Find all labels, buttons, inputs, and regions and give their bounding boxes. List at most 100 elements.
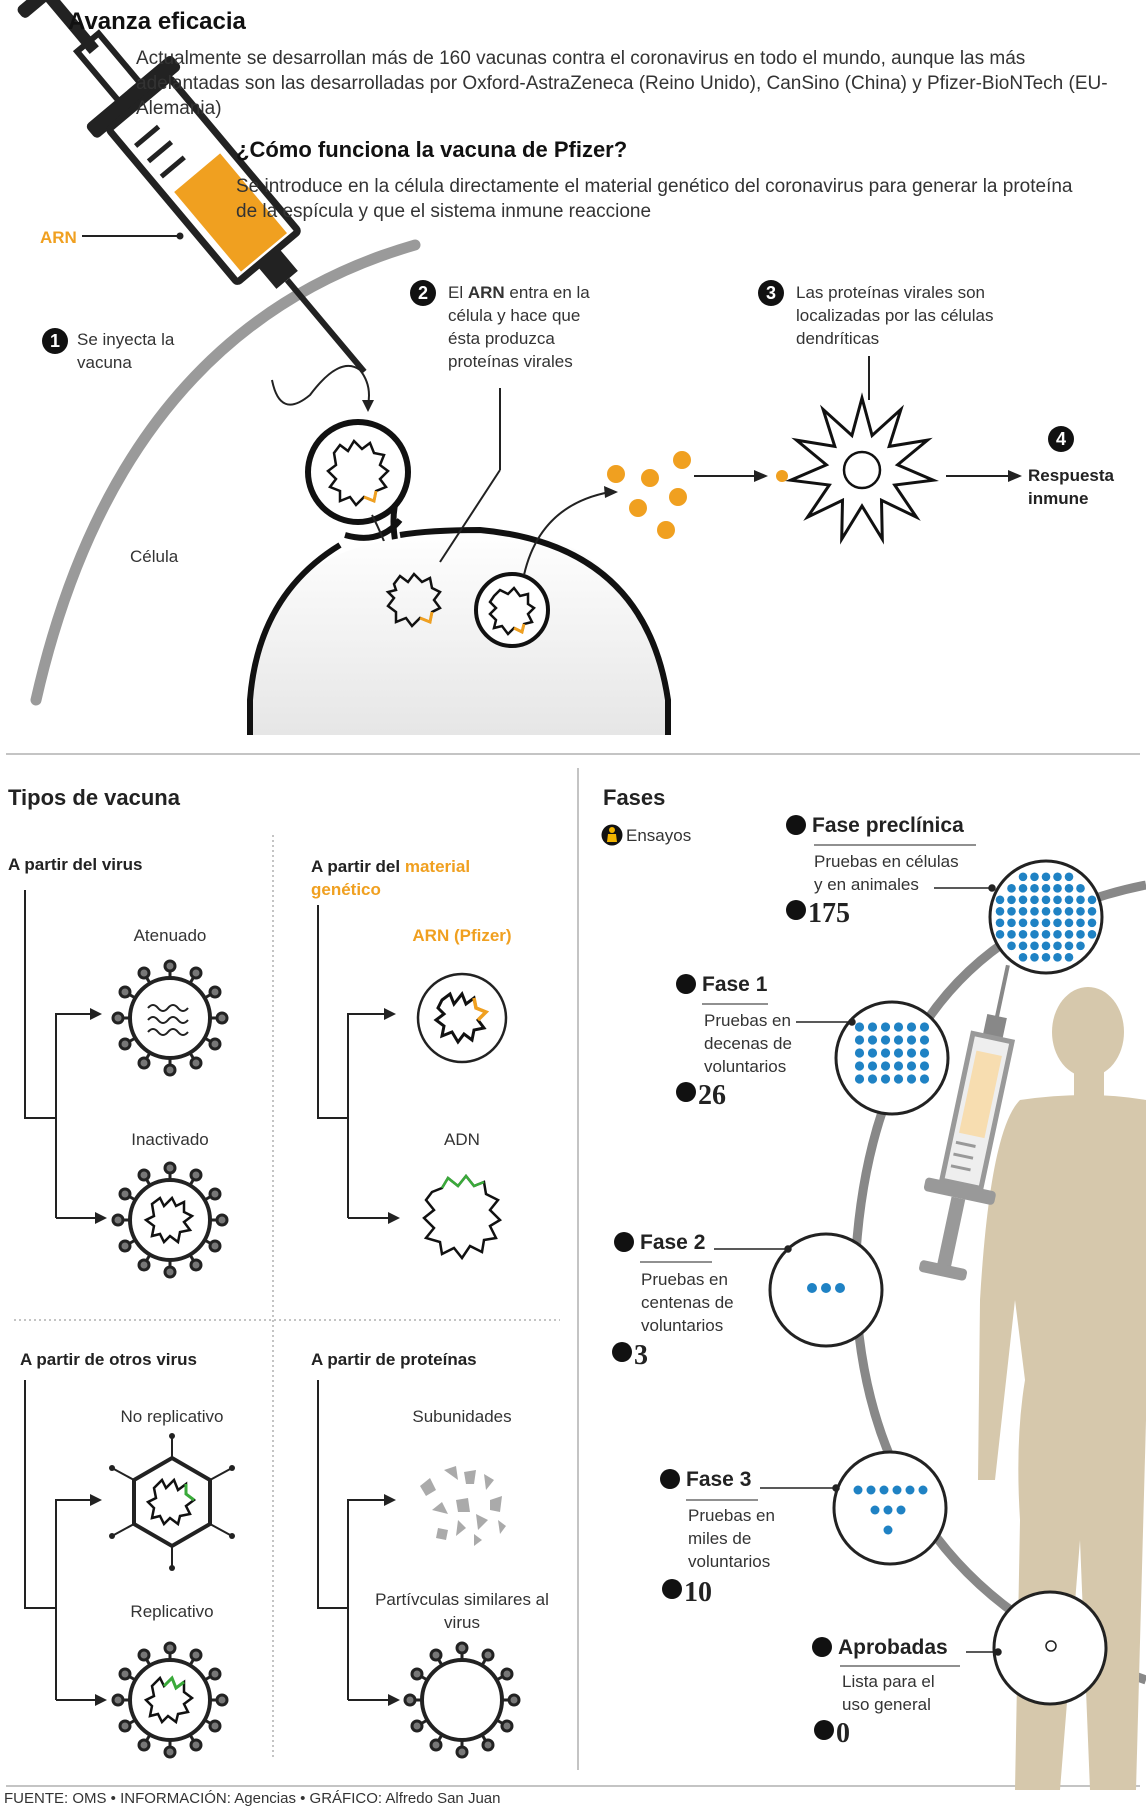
trial-dot (919, 1022, 930, 1032)
virus-spike (118, 1187, 132, 1201)
trial-dot (1076, 918, 1085, 928)
virus-spike (163, 959, 177, 973)
trial-dot (1041, 930, 1051, 939)
phase-3-desc: Pruebas en miles de voluntarios (688, 1506, 775, 1571)
trial-dot (880, 1061, 891, 1071)
trial-dot (1018, 907, 1028, 916)
syringe-grey-icon (919, 964, 1016, 1281)
step-3-text: Las proteínas virales son localizadas po… (796, 283, 994, 348)
trial-dot (854, 1074, 865, 1084)
phase-circle-1 (834, 1000, 950, 1116)
virus-spike (189, 966, 203, 980)
virus-spike (137, 1168, 151, 1182)
protein-subunits-icon (420, 1466, 506, 1546)
trial-dot (880, 1022, 891, 1032)
footer-credits: FUENTE: OMS • INFORMACIÓN: Agencias • GR… (4, 1790, 501, 1807)
trial-dot (1076, 895, 1085, 905)
trial-dot (995, 895, 1005, 905)
step-3: 3 (758, 280, 784, 306)
trial-dot (906, 1035, 917, 1045)
phase-2-title: Fase 2 (614, 1231, 705, 1255)
trial-dot (1053, 953, 1062, 962)
trial-dot (893, 1048, 904, 1058)
virus-spike (189, 1258, 203, 1272)
phase-0-title: Fase preclínica (786, 814, 964, 838)
inactivated-label: Inactivado (131, 1130, 209, 1149)
trial-dot (854, 1061, 865, 1071)
step-1-text: Se inyecta la vacuna (77, 330, 175, 372)
trial-dot (1053, 895, 1062, 905)
genetic-heading: A partir del material genético (311, 857, 471, 899)
virus-spike (455, 1641, 469, 1655)
virus-spike (111, 1011, 125, 1025)
trial-dot (1030, 884, 1039, 893)
trial-dot (1018, 872, 1028, 882)
trial-dot (1041, 941, 1051, 951)
virus-spike (500, 1667, 514, 1681)
virus-spike (137, 1056, 151, 1070)
virus-spike (410, 1667, 424, 1681)
virus-spike (118, 1037, 132, 1051)
trial-dot (1007, 941, 1016, 951)
trial-dot (1076, 941, 1085, 951)
trial-dot (1053, 930, 1062, 939)
phase-0-count: 175 (786, 898, 850, 930)
virus-spike (189, 1648, 203, 1662)
virus-spike (118, 985, 132, 999)
trial-dot (893, 1074, 904, 1084)
trial-dot (1030, 941, 1039, 951)
virus-spike (215, 1213, 229, 1227)
non-replicating-label: No replicativo (120, 1407, 224, 1426)
main-title: Avanza eficacia (68, 8, 246, 35)
rna-icon (385, 572, 442, 628)
trial-dot (1041, 895, 1051, 905)
trial-dot (1041, 918, 1051, 928)
trial-dot (867, 1048, 878, 1058)
phase-circle-approved (992, 1590, 1108, 1706)
virus-spike (403, 1693, 417, 1707)
trial-dot (1053, 907, 1062, 916)
virus-spike (410, 1719, 424, 1733)
replicating-virus-icon (111, 1641, 229, 1759)
trial-person-icon (601, 824, 623, 851)
virus-spike (455, 1745, 469, 1759)
trial-dot (1064, 872, 1074, 882)
trial-dot (1007, 895, 1016, 905)
trial-dot (854, 1022, 865, 1032)
replicating-label: Replicativo (130, 1602, 214, 1621)
trial-dot (867, 1022, 878, 1032)
trial-dot (1053, 884, 1062, 893)
virus-spike (163, 1745, 177, 1759)
trial-dot (1018, 895, 1028, 905)
virus-spike (163, 1161, 177, 1175)
step-1-badge: 1 (42, 328, 68, 354)
virus-spike (137, 1258, 151, 1272)
virus-spike (189, 1056, 203, 1070)
trial-dot (893, 1061, 904, 1071)
virus-spike (137, 966, 151, 980)
virus-spike (118, 1239, 132, 1253)
trial-dot (1030, 930, 1039, 939)
virus-spike (507, 1693, 521, 1707)
virus-spike (111, 1693, 125, 1707)
phase-0-desc: Pruebas en células y en animales (814, 852, 959, 894)
step-4: 4 (1048, 426, 1074, 452)
rna-circle-icon (488, 586, 536, 636)
non-replicating-virus-icon (109, 1433, 235, 1571)
step-2: 2 (410, 280, 436, 306)
trial-dot (1053, 941, 1062, 951)
virus-spike (500, 1719, 514, 1733)
phase-4-title: Aprobadas (812, 1636, 948, 1660)
rna-pfizer-label: ARN (Pfizer) (412, 926, 512, 945)
trial-dot (854, 1048, 865, 1058)
cell-membrane (30, 239, 421, 706)
phase-3-count: 10 (662, 1577, 712, 1609)
trial-dot (1030, 918, 1039, 928)
trial-dot (1018, 941, 1028, 951)
trial-dot (1064, 907, 1074, 916)
virus-spike (163, 1265, 177, 1279)
dna-label: ADN (444, 1130, 480, 1149)
virus-spike (481, 1738, 495, 1752)
virus-spike (118, 1667, 132, 1681)
step-3-badge: 3 (758, 280, 784, 306)
